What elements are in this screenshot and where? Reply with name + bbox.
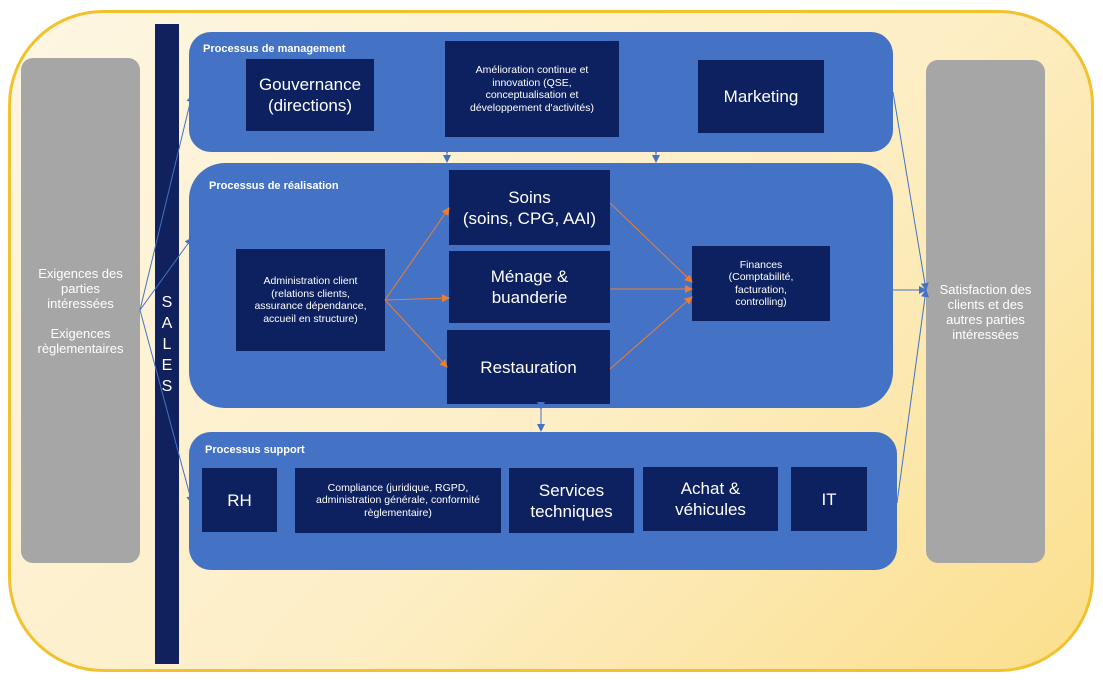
sales-label: S A L E S <box>161 293 173 395</box>
administration-box: Administration client (relations clients… <box>236 249 385 351</box>
sales-bar: S A L E S <box>155 24 179 664</box>
marketing-box: Marketing <box>698 60 824 133</box>
regulatory-requirements-label: Exigences règlementaires <box>37 325 124 356</box>
compliance-box: Compliance (juridique, RGPD, administrat… <box>295 468 501 533</box>
restauration-box: Restauration <box>447 330 610 404</box>
finances-box: Finances (Comptabilité, facturation, con… <box>692 246 830 321</box>
it-box: IT <box>791 467 867 531</box>
soins-box: Soins (soins, CPG, AAI) <box>449 170 610 245</box>
management-title: Processus de management <box>203 43 346 55</box>
services-box: Services techniques <box>509 468 634 533</box>
achat-box: Achat & véhicules <box>643 467 778 531</box>
satisfaction-label: Satisfaction des clients et des autres p… <box>939 281 1032 342</box>
amelioration-box: Amélioration continue et innovation (QSE… <box>445 41 619 137</box>
support-title: Processus support <box>205 444 305 456</box>
realisation-title: Processus de réalisation <box>209 180 339 192</box>
satisfaction-panel: Satisfaction des clients et des autres p… <box>926 60 1045 563</box>
gouvernance-box: Gouvernance (directions) <box>246 59 374 131</box>
rh-box: RH <box>202 468 277 532</box>
stakeholder-requirements-panel: Exigences des parties intéressées Exigen… <box>21 58 140 563</box>
stakeholder-requirements-label: Exigences des parties intéressées <box>38 265 123 311</box>
menage-box: Ménage & buanderie <box>449 251 610 323</box>
